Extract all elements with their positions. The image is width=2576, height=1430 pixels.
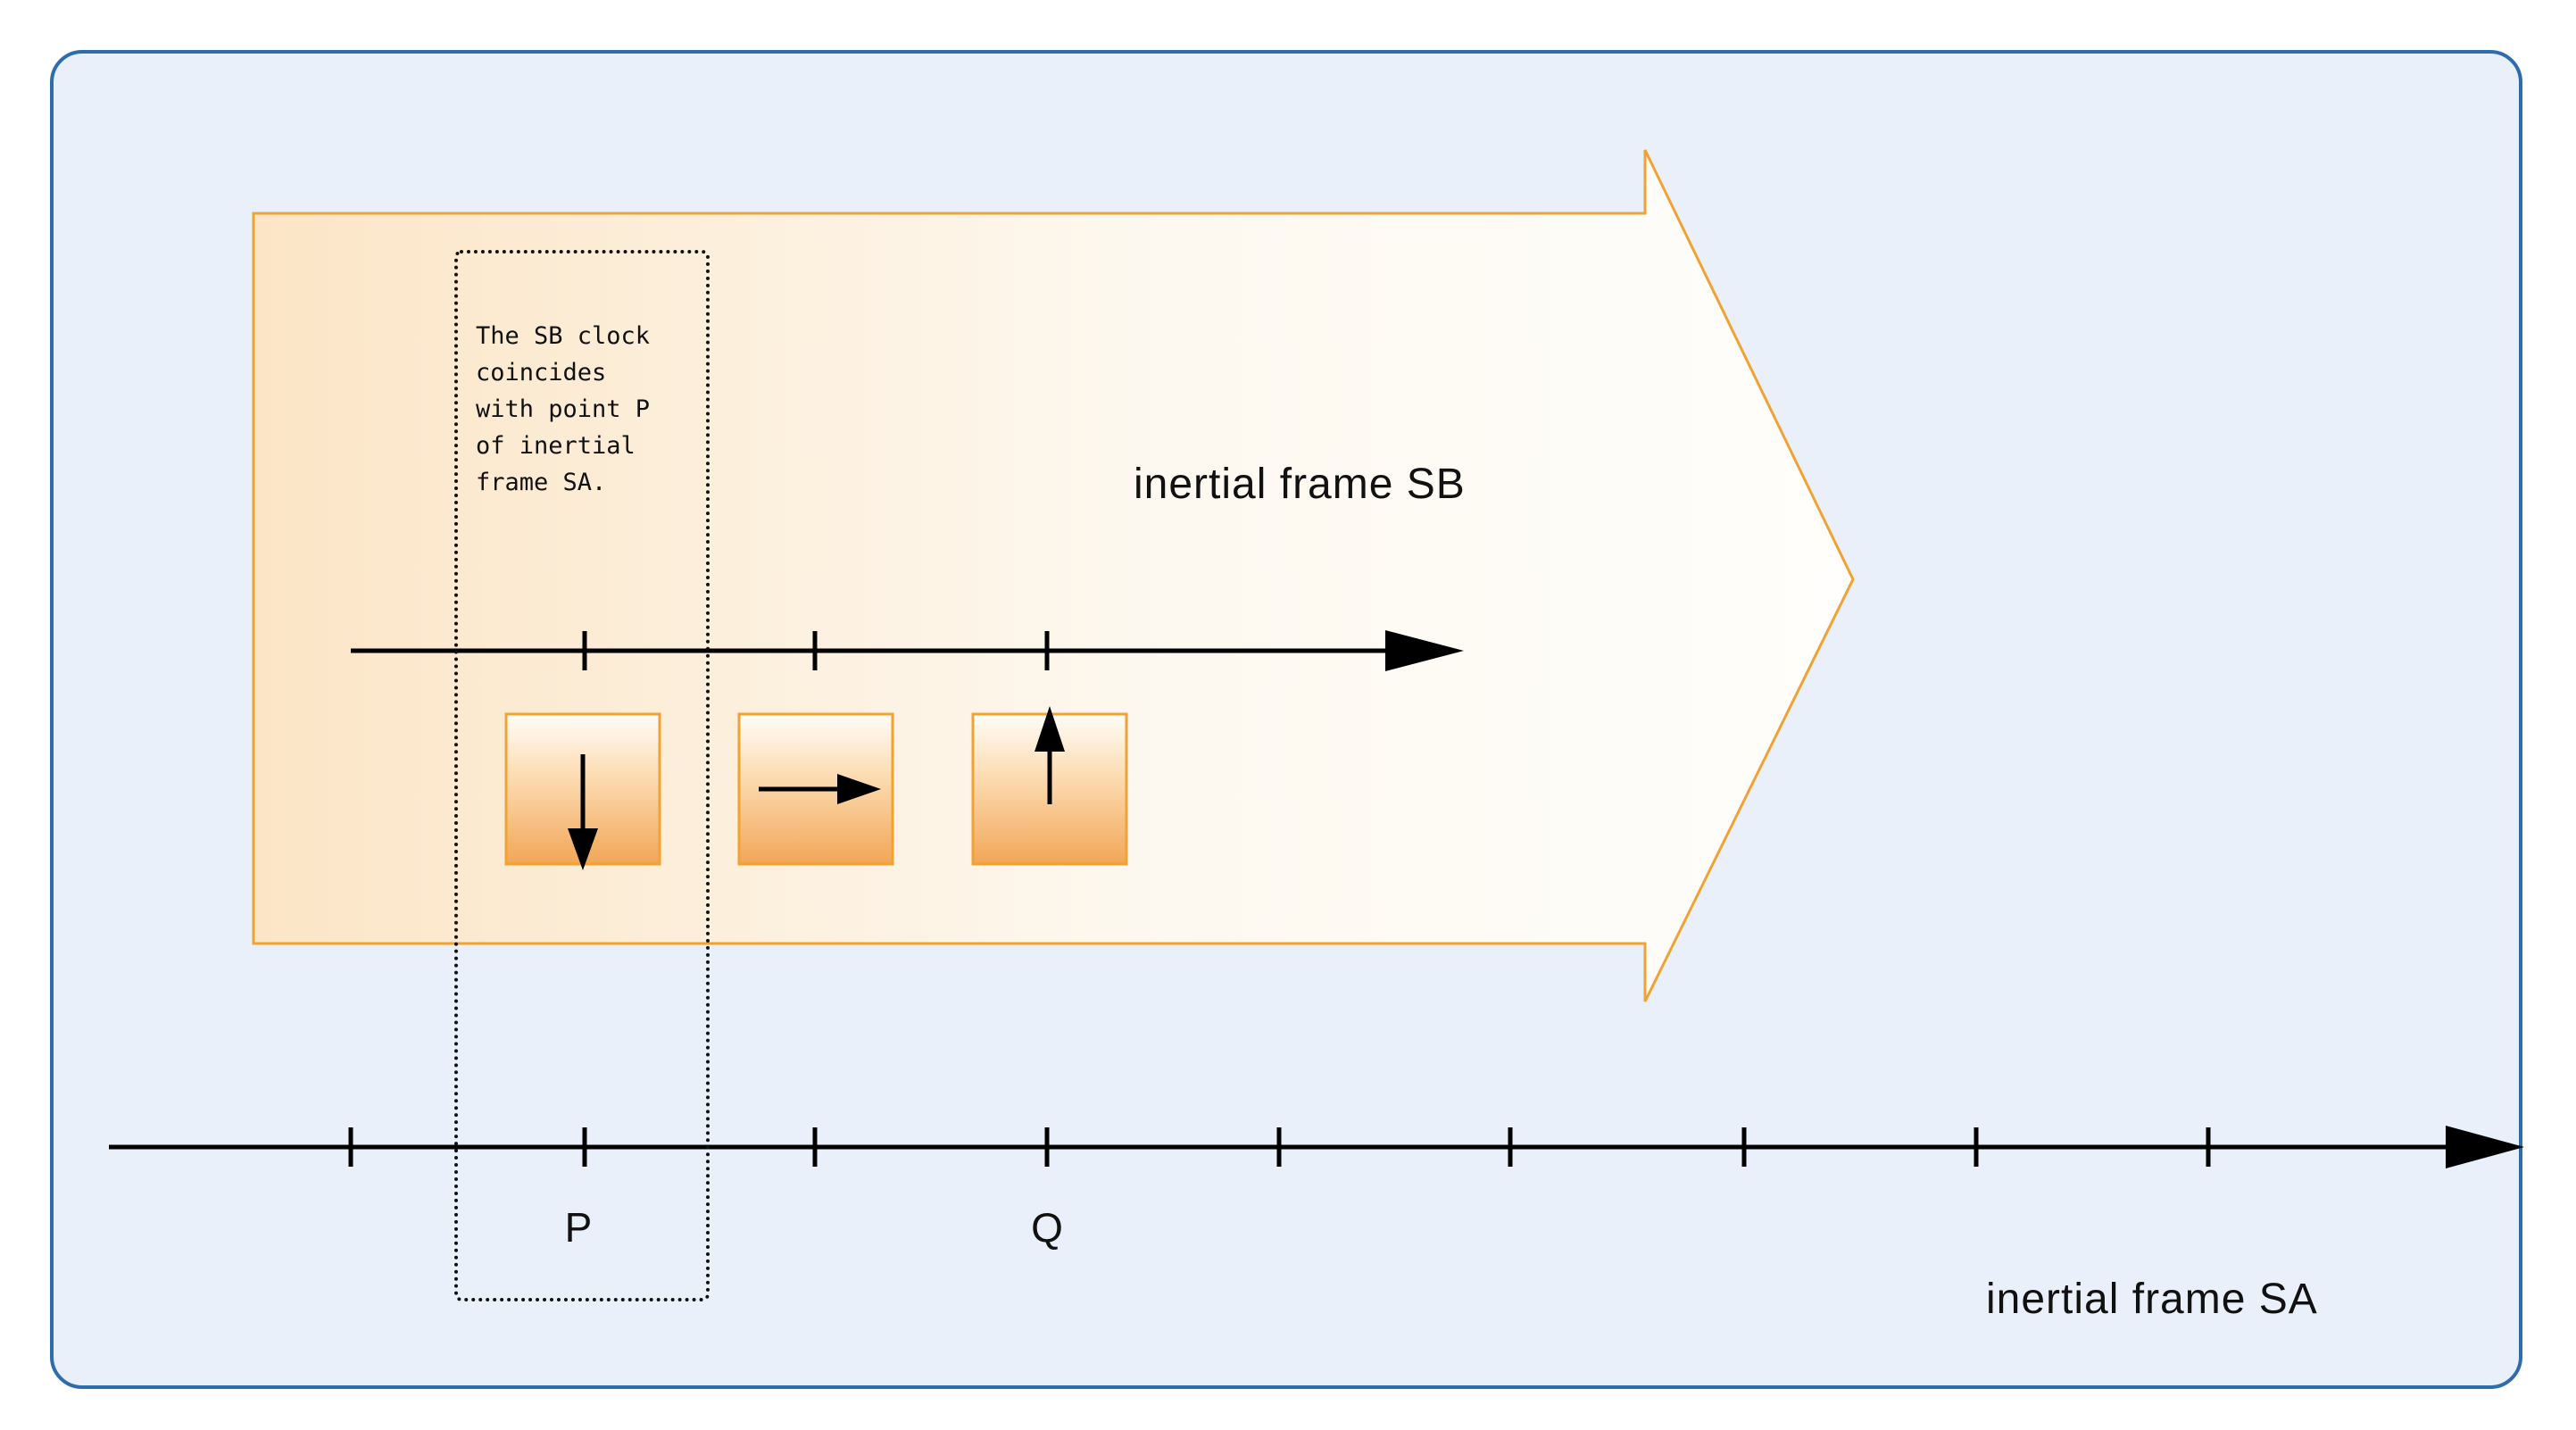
sb-frame-label: inertial frame SB [1134, 461, 1466, 508]
point-q-label: Q [1031, 1204, 1063, 1251]
up-arrow-icon [1035, 706, 1065, 804]
sa-axis [109, 1127, 2453, 1167]
sa-axis-arrowhead-icon [2446, 1126, 2524, 1168]
right-arrow-icon [759, 774, 881, 804]
sb-clock-note-text: The SB clock coincides with point P of i… [476, 322, 651, 496]
sb-clock-note-box: The SB clock coincides with point P of i… [454, 250, 710, 1301]
sb-axis-arrowhead-icon [1385, 630, 1464, 671]
sa-frame-label: inertial frame SA [1986, 1276, 2318, 1323]
down-arrow-icon [568, 754, 598, 870]
point-p-label: P [564, 1204, 593, 1251]
sb-axis [351, 631, 1392, 670]
